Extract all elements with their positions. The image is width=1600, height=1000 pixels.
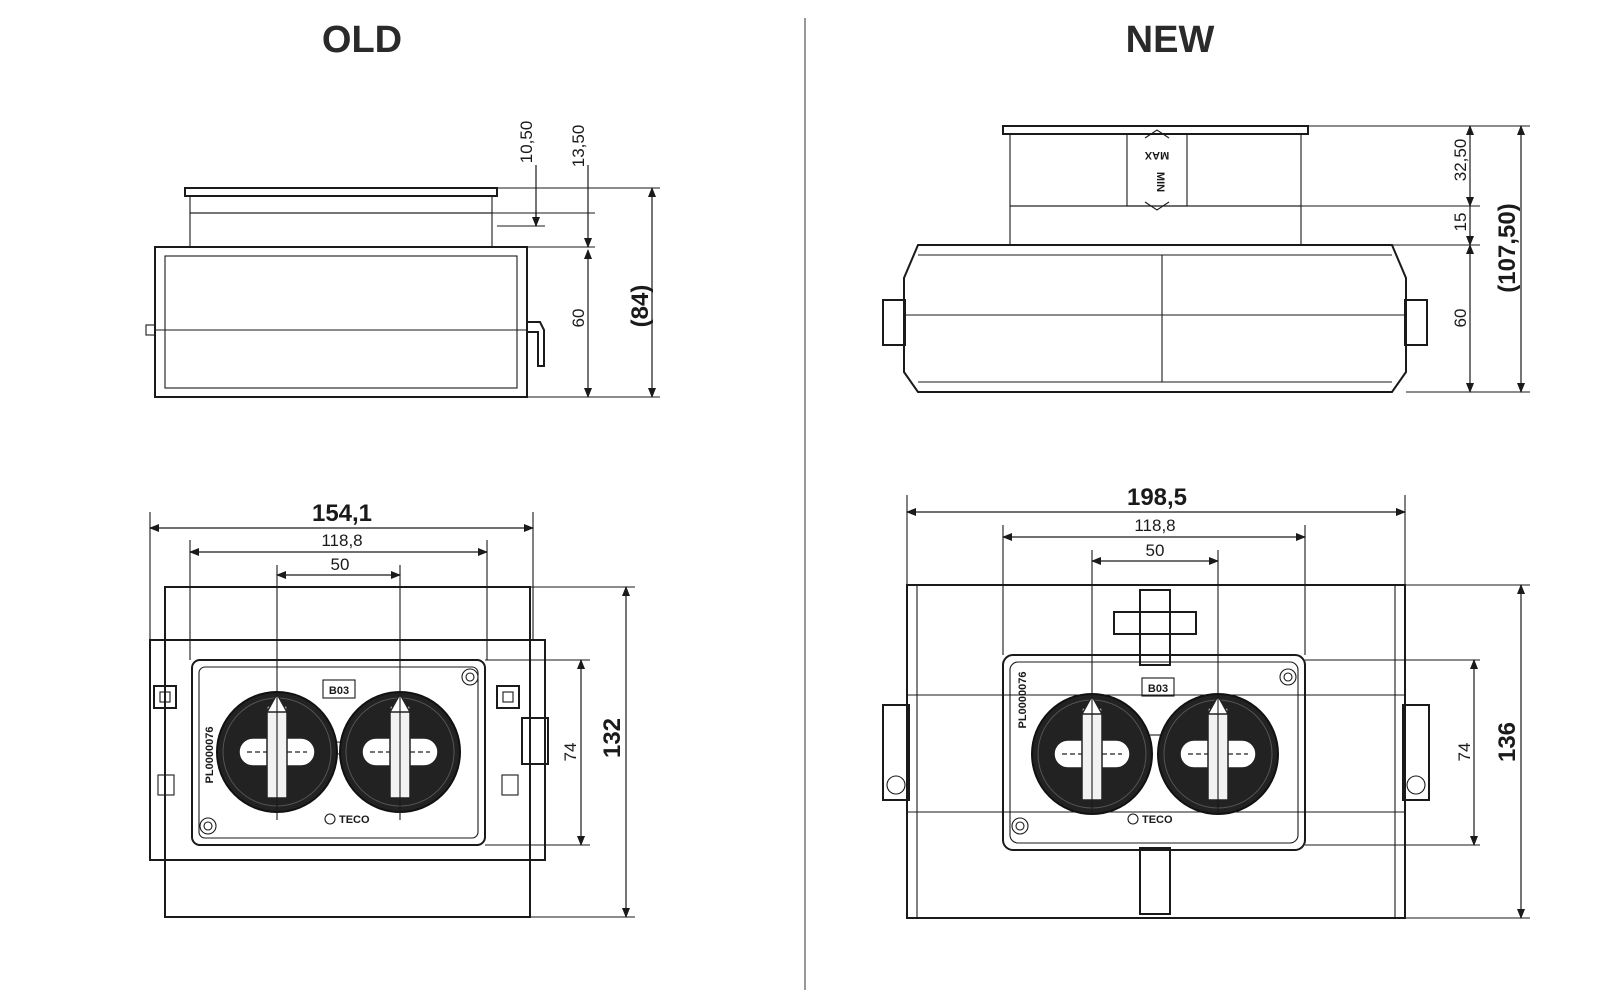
new-clip-left	[882, 299, 906, 346]
new-side-dim-60: 60	[1451, 309, 1470, 328]
new-top-view: B03 TECO PL0000076 198,5 118,8 50 74 136	[882, 484, 1530, 919]
old-panel-title: OLD	[322, 19, 402, 61]
old-top-dim-inner-width: 118,8	[321, 531, 362, 550]
new-side-dim-32-50: 32,50	[1451, 139, 1470, 182]
new-top-dim-height: 136	[1494, 722, 1521, 762]
old-top-view: B03 TECO PL0000076 154,1 118,8 50 74 132	[149, 500, 635, 918]
old-plate-code-box	[322, 679, 356, 699]
old-top-dim-spacing: 50	[331, 555, 350, 574]
new-collar-rim	[1002, 125, 1309, 135]
old-lug-right	[496, 685, 520, 709]
new-clip-right	[1402, 704, 1430, 801]
old-side-clip	[527, 321, 545, 367]
new-top-pin	[1139, 589, 1171, 666]
new-top-dim-spacing: 50	[1146, 541, 1165, 560]
old-side-dim-10-50: 10,50	[517, 121, 536, 164]
old-side-dim-84: (84)	[627, 285, 654, 328]
old-top-dim-plate-height: 74	[561, 743, 580, 762]
old-lug-left	[153, 685, 177, 709]
old-body-inner	[164, 255, 518, 389]
new-min-label: MIN	[1154, 172, 1166, 192]
old-top-dim-width: 154,1	[312, 500, 372, 527]
new-min-max-window	[1126, 133, 1188, 207]
old-brand: TECO	[339, 814, 370, 826]
new-plate-code: B03	[1148, 683, 1168, 695]
new-brand: TECO	[1142, 814, 1173, 826]
new-side-text: PL0000076	[1017, 672, 1029, 729]
new-top-dim-plate-height: 74	[1455, 743, 1474, 762]
new-clip-left	[882, 704, 910, 801]
old-side-dim-13-50: 13,50	[569, 125, 588, 168]
new-side-dim-107-50: (107,50)	[1494, 203, 1521, 292]
old-side-dim-60: 60	[569, 309, 588, 328]
new-max-label: MAX	[1144, 149, 1169, 161]
old-top-dim-height: 132	[599, 718, 626, 758]
new-side-dim-15: 15	[1451, 213, 1470, 232]
new-panel-title: NEW	[1126, 19, 1215, 61]
new-top-dim-width: 198,5	[1127, 484, 1187, 511]
old-lid-lower	[189, 212, 493, 248]
new-clip-right	[1404, 299, 1428, 346]
new-plate-code-box	[1141, 677, 1175, 697]
new-collar-upper	[1009, 133, 1302, 207]
old-plate-code: B03	[329, 685, 349, 697]
old-side-text: PL0000076	[204, 727, 216, 784]
new-top-dim-inner-width: 118,8	[1134, 516, 1175, 535]
old-side-view: 10,50 13,50 60 (84)	[145, 121, 660, 398]
new-bottom-pin	[1139, 847, 1171, 915]
new-socket-plate	[1002, 654, 1306, 851]
old-body-outer	[154, 246, 528, 398]
old-socket-plate	[191, 659, 486, 846]
old-right-clip	[521, 717, 549, 765]
old-lid-rim	[184, 187, 498, 197]
new-side-view: MAX MIN 32,50 15 60 (107,50)	[882, 125, 1530, 393]
new-collar-lower	[1009, 205, 1302, 246]
new-body-outer	[903, 244, 1407, 393]
old-lid-upper	[189, 195, 493, 214]
new-box-outer	[906, 584, 1406, 919]
